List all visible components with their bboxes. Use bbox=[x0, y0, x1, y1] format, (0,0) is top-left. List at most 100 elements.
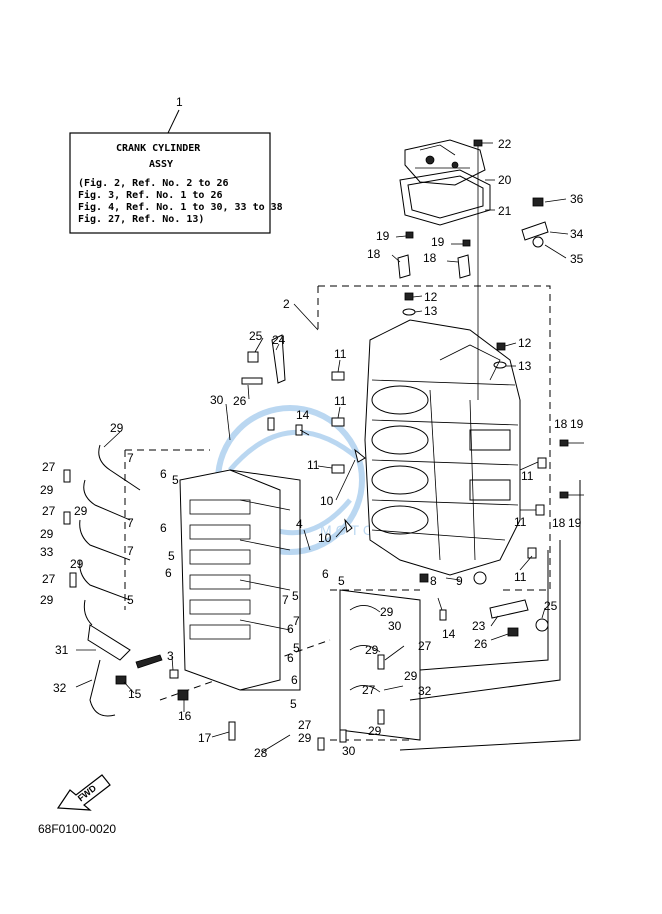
callout-6: 6 bbox=[160, 467, 167, 481]
infobox-subtitle: ASSY bbox=[149, 159, 173, 170]
callout-label: 26 bbox=[474, 637, 488, 651]
callout-15: 15 bbox=[128, 687, 142, 701]
leader-lines bbox=[75, 142, 569, 753]
callout-21: 21 bbox=[498, 204, 512, 218]
callout-label: 13 bbox=[518, 359, 532, 373]
exhaust-cover bbox=[339, 589, 421, 741]
callout-label: 5 bbox=[127, 593, 134, 607]
callout-label: 6 bbox=[291, 673, 298, 687]
callout-label: 25 bbox=[544, 599, 558, 613]
callout-label: 11 bbox=[334, 394, 347, 408]
callout-8: 8 bbox=[430, 574, 437, 588]
callout-label: 5 bbox=[168, 549, 175, 563]
cover-gasket bbox=[399, 169, 491, 226]
callout-label: 5 bbox=[292, 589, 299, 603]
callout-12: 12 bbox=[424, 290, 438, 304]
callout-9: 9 bbox=[456, 574, 463, 588]
callout-label: 19 bbox=[568, 516, 582, 530]
callout-label: Fig. 3, Ref. No. 1 to 26 bbox=[78, 189, 223, 201]
callout-label: 1 bbox=[176, 95, 183, 109]
callout-label: 29 bbox=[74, 504, 88, 518]
diagram-code: 68F0100-0020 bbox=[38, 822, 116, 836]
callout-label: 29 bbox=[40, 483, 54, 497]
callout-32: 32 bbox=[53, 681, 67, 695]
callout-label: 18 bbox=[554, 417, 568, 431]
callout-29: 29 bbox=[110, 421, 124, 435]
callout-16: 16 bbox=[178, 709, 192, 723]
callout-label: 29 bbox=[40, 527, 54, 541]
callout-label: 10 bbox=[318, 531, 332, 545]
callout-label: 6 bbox=[287, 622, 294, 636]
callout-4: 4 bbox=[296, 517, 303, 531]
callout-label: 7 bbox=[127, 544, 134, 558]
callout-label: 11 bbox=[521, 469, 534, 483]
callout-label: (Fig. 2, Ref. No. 2 to 26 bbox=[78, 177, 229, 189]
callout-label: 7 bbox=[282, 593, 289, 607]
callout-label: 27 bbox=[362, 683, 376, 697]
callout-3: 3 bbox=[167, 649, 174, 663]
callout-label: 29 bbox=[380, 605, 394, 619]
callout-10: 10 bbox=[320, 494, 334, 508]
callout-label: 11 bbox=[307, 458, 320, 472]
callout-label: Fig. 4, Ref. No. 1 to 30, 33 to 38 bbox=[78, 201, 283, 213]
callout-label: 18 bbox=[552, 516, 566, 530]
callout-label: 27 bbox=[42, 504, 56, 518]
hardware bbox=[115, 139, 584, 751]
callout-label: 29 bbox=[365, 643, 379, 657]
callout-20: 20 bbox=[498, 173, 512, 187]
callout-25: 25 bbox=[249, 329, 263, 343]
callout-11: 11 bbox=[334, 347, 347, 361]
callout-31: 31 bbox=[55, 643, 69, 657]
callout-label: 30 bbox=[388, 619, 402, 633]
callout-label: 19 bbox=[431, 235, 445, 249]
callout-30: 30 bbox=[210, 393, 224, 407]
head-gasket bbox=[229, 469, 301, 691]
callout-label: Fig. 27, Ref. No. 13) bbox=[78, 213, 204, 225]
callout-33: 33 bbox=[40, 545, 54, 559]
callout-34: 34 bbox=[570, 227, 584, 241]
callout-label: 5 bbox=[338, 574, 345, 588]
callout-17: 17 bbox=[198, 731, 212, 745]
callout-label: 32 bbox=[418, 684, 432, 698]
callout-label: 29 bbox=[40, 593, 54, 607]
callout-5: 5 bbox=[172, 473, 179, 487]
forward-direction-icon: FWD bbox=[56, 774, 111, 811]
callout-label: 29 bbox=[70, 557, 84, 571]
callout-label: 12 bbox=[518, 336, 532, 350]
callout-23: 23 bbox=[472, 619, 486, 633]
callout-label: 6 bbox=[322, 567, 329, 581]
callout-7: 7 bbox=[127, 451, 134, 465]
left-fittings bbox=[63, 444, 141, 717]
callout-28: 28 bbox=[254, 746, 268, 760]
callout-label: 30 bbox=[342, 744, 356, 758]
right-hoses bbox=[399, 480, 581, 751]
cylinder-head bbox=[179, 469, 281, 691]
callout-label: 5 bbox=[290, 697, 297, 711]
callout-2: 2 bbox=[283, 297, 290, 311]
callout-label: 7 bbox=[127, 516, 134, 530]
callout-label: 27 bbox=[298, 718, 312, 732]
callout-label: 18 bbox=[423, 251, 437, 265]
callout-label: 29 bbox=[298, 731, 312, 745]
callout-24: 24 bbox=[272, 333, 286, 347]
callout-27: 27 bbox=[42, 460, 56, 474]
callout-label: 6 bbox=[165, 566, 172, 580]
callout-18: 18 bbox=[367, 247, 381, 261]
callout-label: 14 bbox=[442, 627, 456, 641]
callout-label: 7 bbox=[293, 614, 300, 628]
infobox-title: CRANK CYLINDER bbox=[116, 143, 201, 154]
callout-35: 35 bbox=[570, 252, 584, 266]
callout-labels: 2 3 4 5 6 7 8 9 10 11 12 13 14 15 16 17 … bbox=[40, 137, 584, 760]
callout-label: 27 bbox=[418, 639, 432, 653]
assembly-infobox: 1 CRANK CYLINDER ASSY (Fig. 2, Ref. No. … bbox=[69, 95, 283, 234]
cylinder-block bbox=[364, 319, 521, 576]
callout-13: 13 bbox=[424, 304, 438, 318]
cylinder-head-cover bbox=[404, 139, 486, 186]
callout-label: 5 bbox=[293, 641, 300, 655]
callout-19: 19 bbox=[376, 229, 390, 243]
callout-label: 11 bbox=[514, 515, 527, 529]
callout-26: 26 bbox=[233, 394, 247, 408]
callout-label: 29 bbox=[368, 724, 382, 738]
callout-14: 14 bbox=[296, 408, 310, 422]
